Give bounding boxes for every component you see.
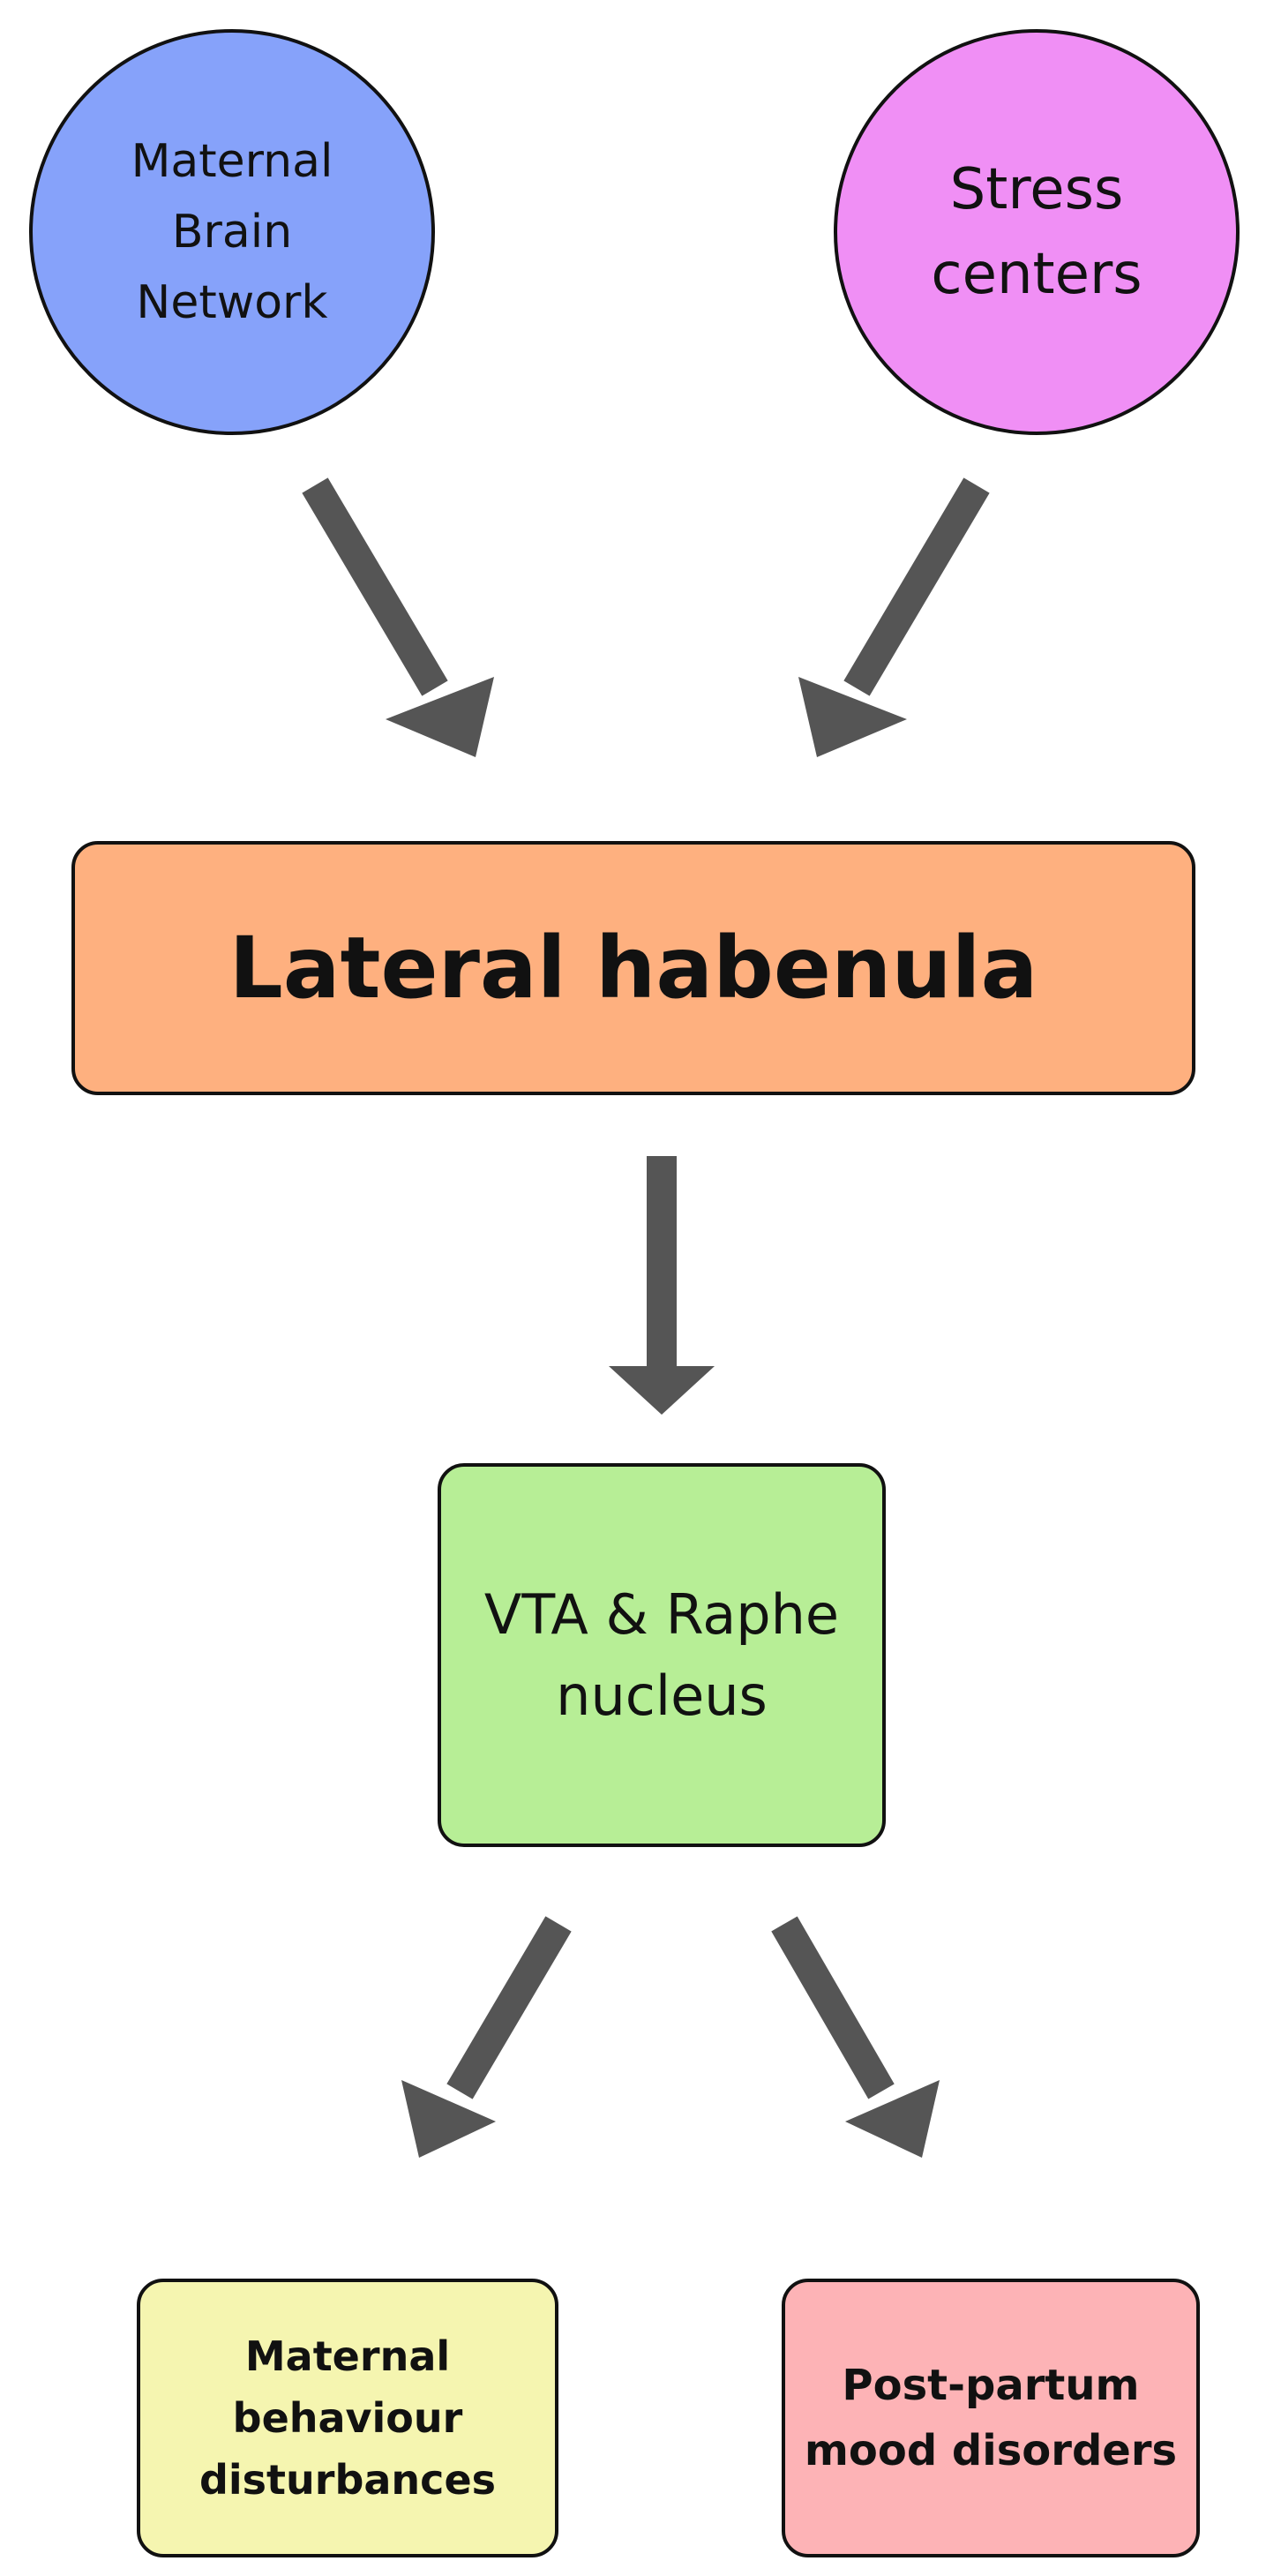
node-lateral-habenula: Lateral habenula (71, 841, 1195, 1095)
arrow-vta-to-behaviour (401, 1916, 572, 2158)
node-stress-centers: Stress centers (834, 29, 1240, 435)
arrow-vta-to-ppd (771, 1916, 940, 2158)
node-vta-raphe-label: VTA & Raphe nucleus (483, 1581, 840, 1728)
node-vta-raphe: VTA & Raphe nucleus (438, 1463, 886, 1847)
node-postpartum-label: Post-partum mood disorders (804, 2361, 1178, 2475)
node-maternal-brain-network: Maternal Brain Network (29, 29, 435, 435)
node-postpartum-mood-disorders: Post-partum mood disorders (782, 2279, 1200, 2557)
arrow-maternal-brain-to-lhb (302, 477, 494, 757)
node-stress-centers-label: Stress centers (931, 157, 1142, 307)
node-lateral-habenula-label: Lateral habenula (228, 919, 1038, 1018)
node-maternal-brain-network-label: Maternal Brain Network (131, 135, 333, 329)
node-maternal-behaviour-label: Maternal behaviour disturbances (199, 2332, 497, 2504)
arrow-stress-to-lhb (798, 477, 990, 757)
node-maternal-behaviour-disturbances: Maternal behaviour disturbances (137, 2279, 558, 2557)
arrow-lhb-to-vta (609, 1156, 715, 1415)
